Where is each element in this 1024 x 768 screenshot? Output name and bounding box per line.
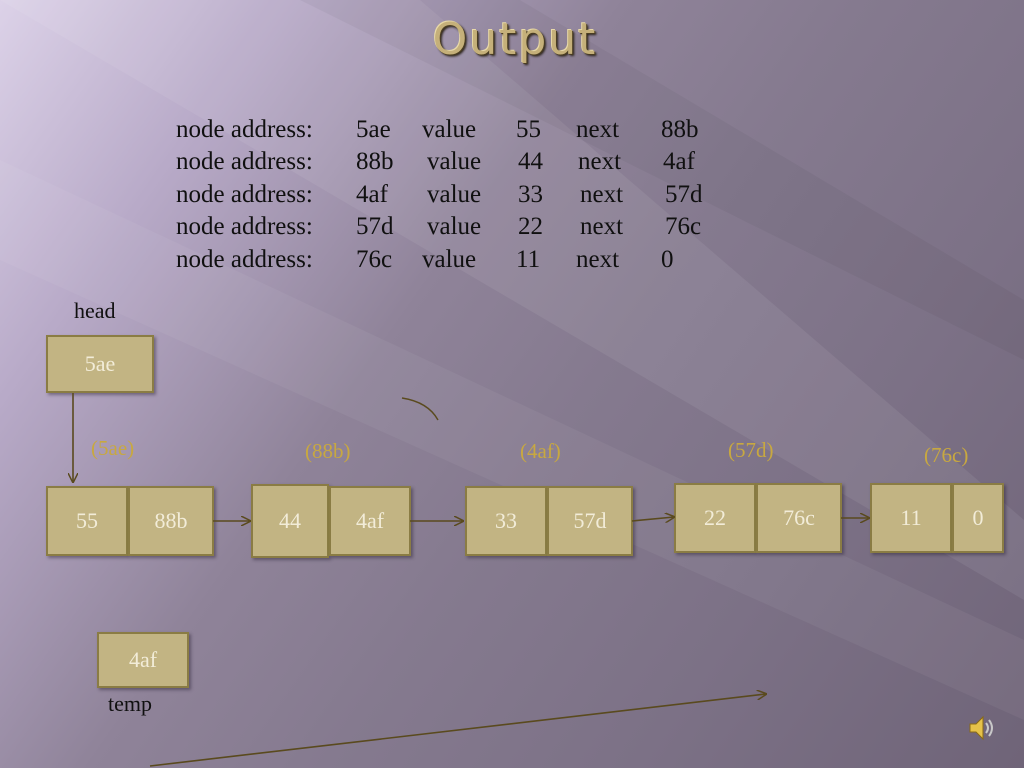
output-prefix: node address:: [176, 213, 313, 240]
speaker-icon[interactable]: [966, 712, 998, 744]
output-prefix: node address:: [176, 116, 313, 143]
page-title: Output: [432, 14, 598, 65]
output-value-label: value: [427, 181, 482, 208]
output-next-label: next: [576, 246, 620, 273]
output-next: 76c: [665, 213, 702, 240]
output-next: 0: [661, 246, 674, 273]
output-value-label: value: [422, 246, 477, 273]
head-box: 5ae: [46, 335, 154, 393]
output-next-label: next: [576, 116, 620, 143]
node-address-label: (4af): [520, 439, 561, 463]
node-value-cell: 44: [251, 484, 329, 558]
output-address: 57d: [356, 213, 394, 240]
output-address: 4af: [356, 181, 388, 208]
output-value-label: value: [422, 116, 477, 143]
output-next-label: next: [578, 148, 622, 175]
output-prefix: node address:: [176, 246, 313, 273]
output-prefix: node address:: [176, 148, 313, 175]
node-value-cell: 22: [674, 483, 756, 553]
curve-mark: [401, 397, 439, 421]
node-address-label: (88b): [305, 439, 351, 463]
output-next-label: next: [580, 181, 624, 208]
node-next-cell: 76c: [756, 483, 842, 553]
output-value: 44: [518, 148, 543, 175]
output-address: 88b: [356, 148, 394, 175]
node-next-cell: 57d: [547, 486, 633, 556]
output-line: node address: 5ae value 55 next 88b: [176, 116, 736, 146]
output-value-label: value: [427, 148, 482, 175]
node3-to-node4-arrow: [631, 517, 674, 521]
node-address-label: (76c): [924, 443, 969, 467]
node-value-cell: 55: [46, 486, 128, 556]
output-line: node address: 4af value 33 next 57d: [176, 181, 736, 211]
output-address: 5ae: [356, 116, 391, 143]
output-next: 57d: [665, 181, 703, 208]
output-line: node address: 88b value 44 next 4af: [176, 148, 736, 178]
output-line: node address: 76c value 11 next 0: [176, 246, 736, 276]
output-address: 76c: [356, 246, 393, 273]
temp-label: temp: [108, 691, 152, 716]
node-value-cell: 11: [870, 483, 952, 553]
output-value: 55: [516, 116, 541, 143]
node-address-label: (57d): [728, 438, 774, 462]
output-next: 88b: [661, 116, 699, 143]
temp-box: 4af: [97, 632, 189, 688]
output-value-label: value: [427, 213, 482, 240]
output-value: 33: [518, 181, 543, 208]
node-next-cell: 88b: [128, 486, 214, 556]
output-value: 11: [516, 246, 541, 273]
output-next-label: next: [580, 213, 624, 240]
temp-traversal-arrow: [149, 694, 766, 767]
node-next-cell: 4af: [329, 486, 411, 556]
output-next: 4af: [663, 148, 695, 175]
output-value: 22: [518, 213, 543, 240]
output-prefix: node address:: [176, 181, 313, 208]
output-line: node address: 57d value 22 next 76c: [176, 213, 736, 243]
node-value-cell: 33: [465, 486, 547, 556]
node-next-cell: 0: [952, 483, 1004, 553]
head-label: head: [74, 298, 116, 323]
node-address-label: (5ae): [91, 436, 135, 460]
